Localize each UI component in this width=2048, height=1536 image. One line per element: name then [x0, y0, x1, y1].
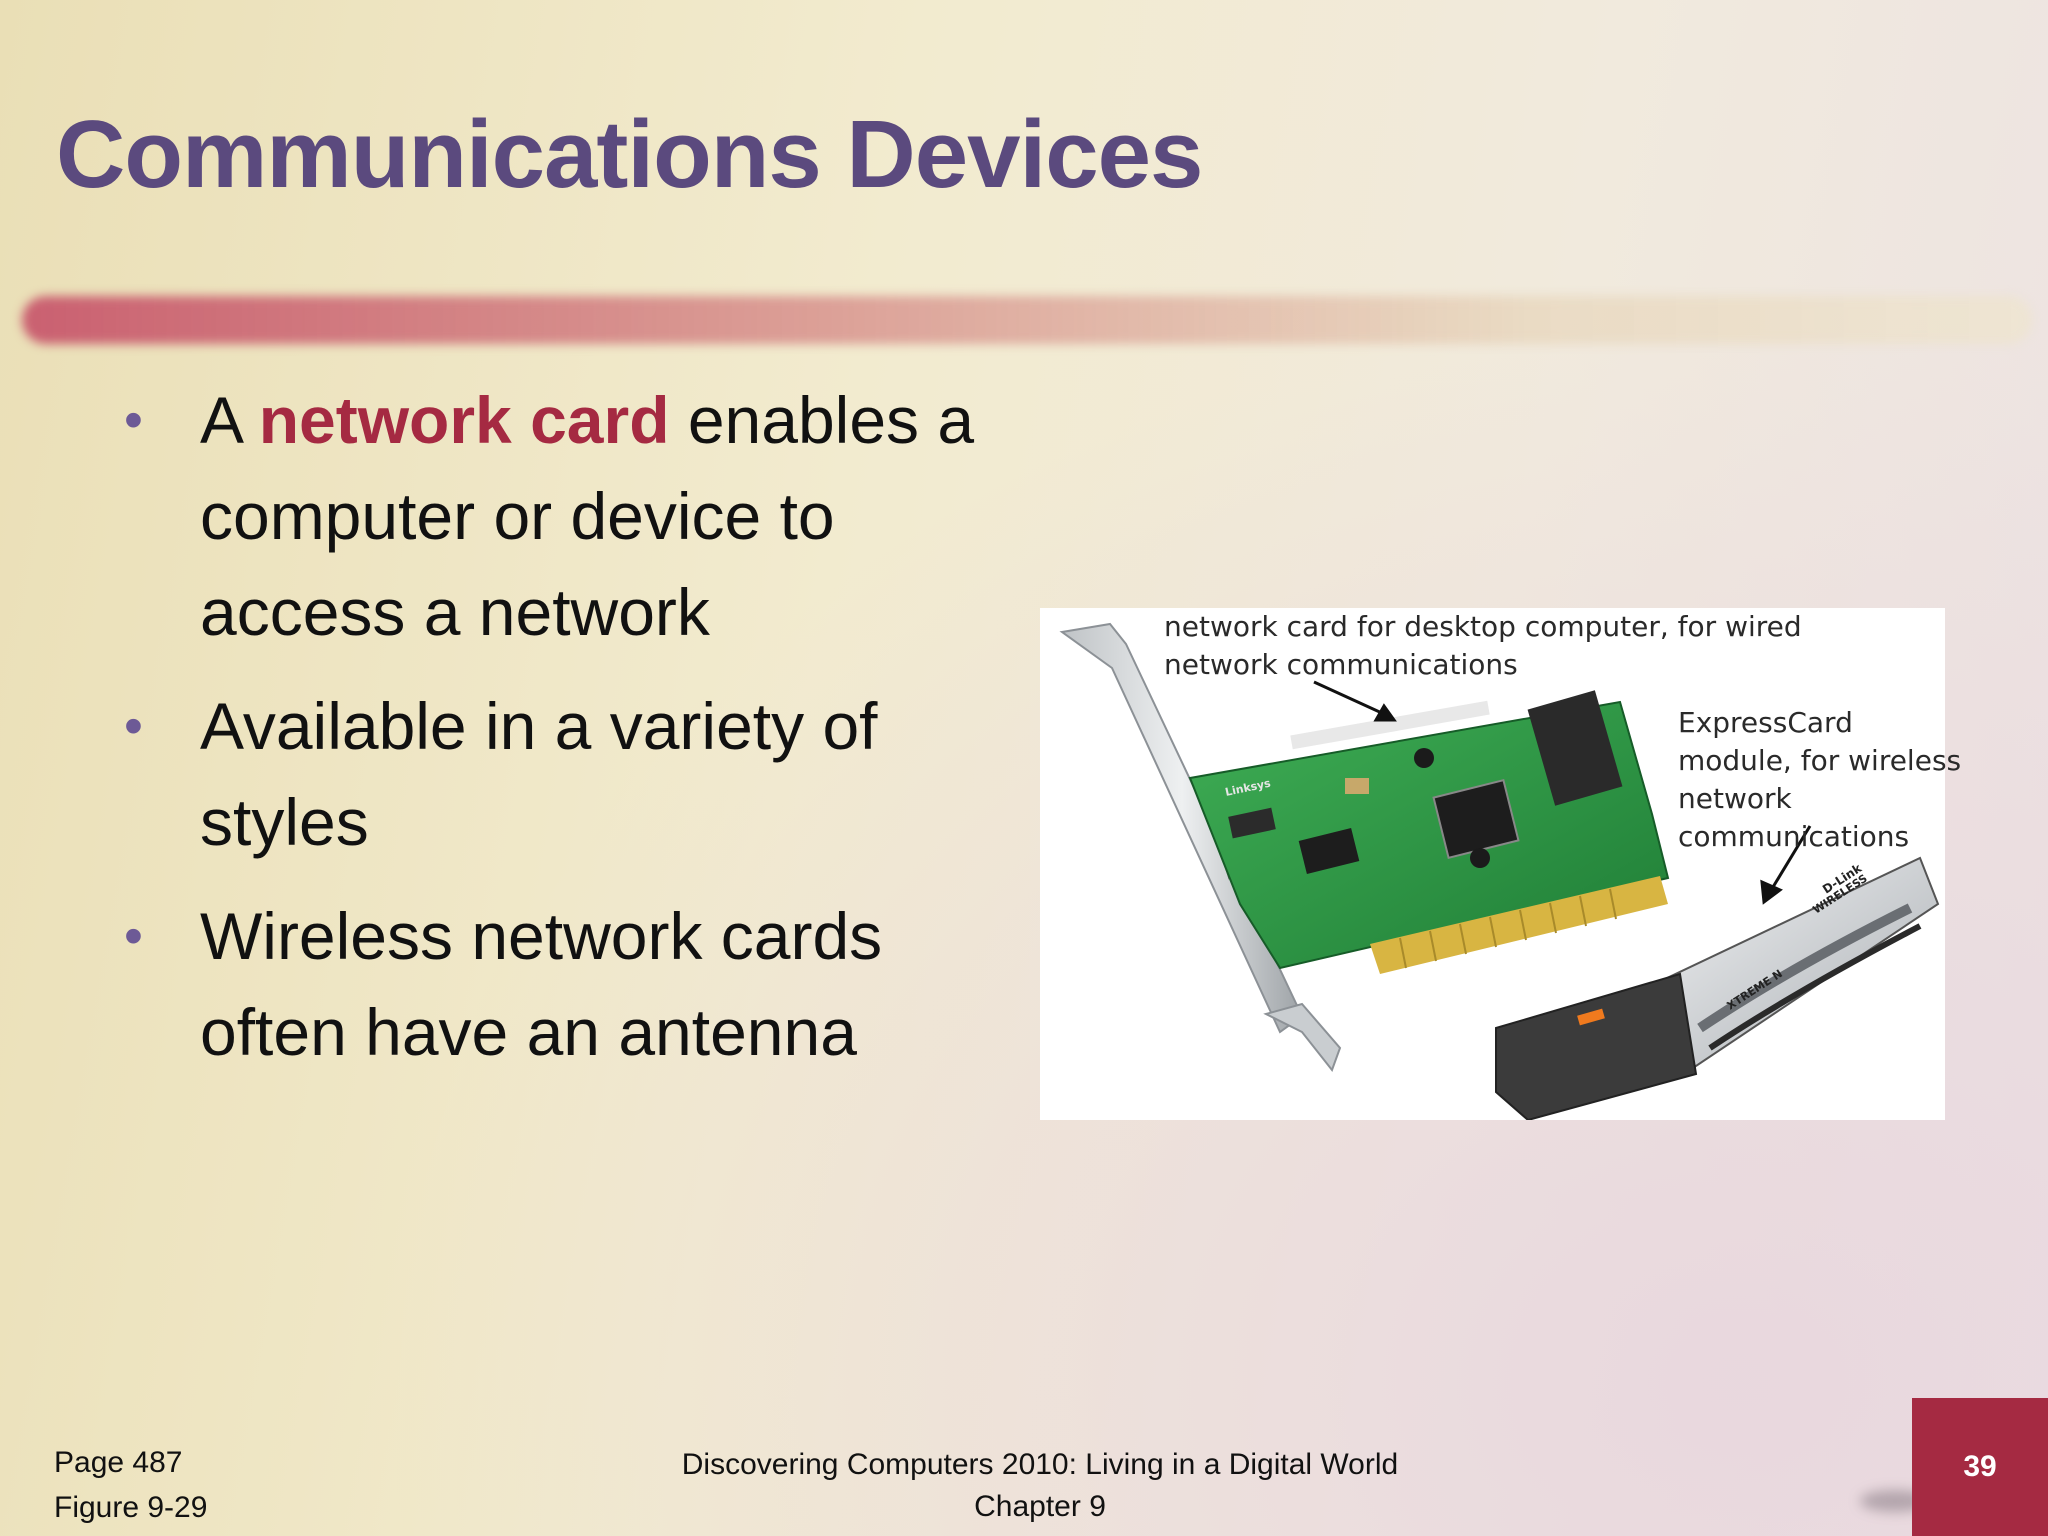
highlighted-term: network card [258, 383, 670, 457]
bullet-icon: • [124, 390, 143, 450]
slide-number-badge: 39 [1912, 1398, 2048, 1536]
caption-network-card: network card for desktop computer, for w… [1164, 610, 1802, 681]
chapter-label: Chapter 9 [974, 1490, 1106, 1523]
book-title: Discovering Computers 2010: Living in a … [681, 1448, 1399, 1481]
network-card-illustration: D-Link WIRELESS XTREME N Linksys [1059, 622, 1940, 1120]
nic-pcb [1188, 690, 1670, 974]
bullet-text: Available in a variety of styles [200, 689, 878, 859]
bullet-text-suffix: enables a computer or device to access a… [200, 383, 975, 649]
slide-title: Communications Devices [56, 101, 1203, 208]
network-card-figure: D-Link WIRELESS XTREME N Linksys network… [1040, 608, 1961, 1120]
caption-arrows [1313, 680, 1812, 905]
bullet-item-network-card: • A network card enables a computer or d… [120, 372, 1000, 660]
figure-reference: Figure 9-29 [54, 1491, 208, 1524]
bullet-text: Wireless network cards often have an ant… [200, 899, 883, 1069]
footer-references: Page 487 Figure 9-29 [54, 1440, 207, 1530]
footer-book-info: Discovering Computers 2010: Living in a … [640, 1444, 1440, 1528]
bullet-item-styles: • Available in a variety of styles [120, 678, 1000, 870]
bullet-item-wireless: • Wireless network cards often have an a… [120, 888, 1000, 1080]
title-divider-bar [22, 296, 2032, 344]
bullet-icon: • [124, 696, 143, 756]
bullet-icon: • [124, 906, 143, 966]
bullet-list: • A network card enables a computer or d… [120, 372, 1000, 1098]
page-reference: Page 487 [54, 1446, 183, 1479]
slide-number: 39 [1963, 1450, 1997, 1483]
bullet-text-prefix: A [200, 383, 259, 457]
caption-expresscard: ExpressCard module, for wireless network… [1678, 706, 1962, 853]
